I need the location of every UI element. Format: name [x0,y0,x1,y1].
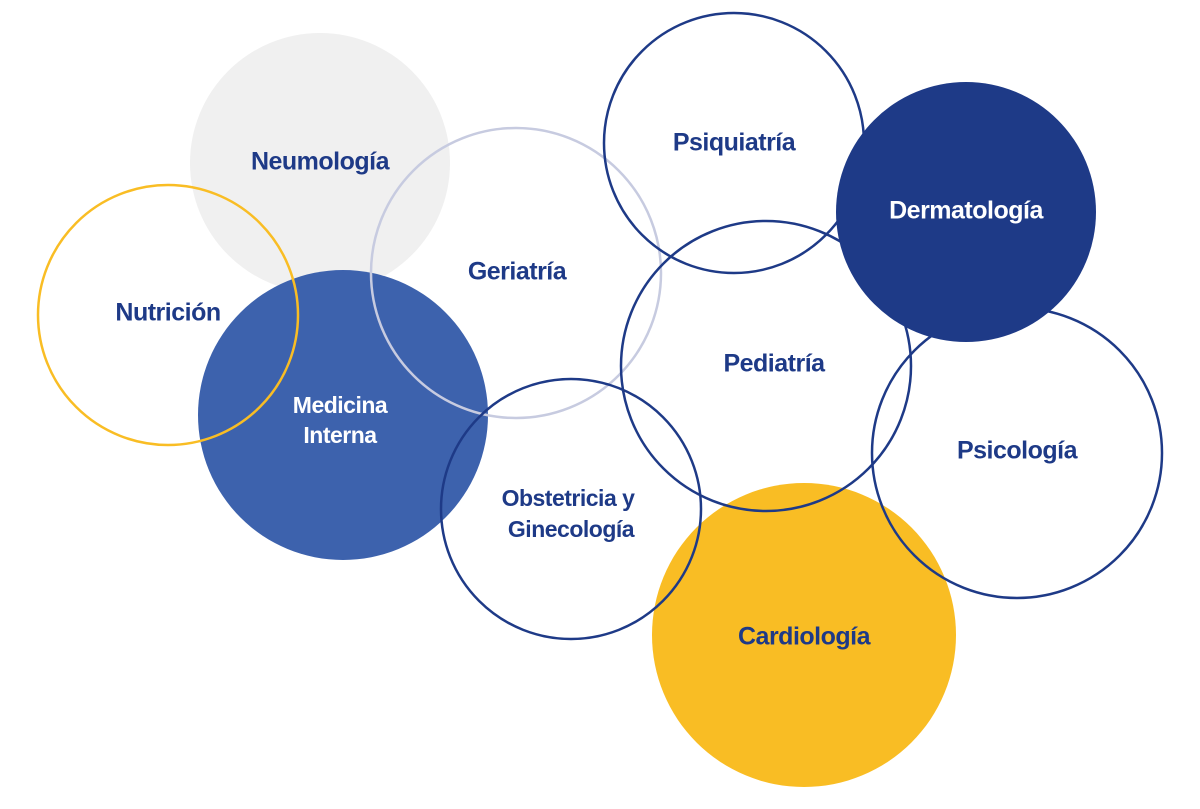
circle-dermatologia [836,82,1096,342]
circle-pediatria [619,219,913,513]
circle-geriatria [369,126,663,420]
label-obstetricia-line1: Obstetricia y [502,485,636,511]
circle-cardiologia [652,483,956,787]
label-obstetricia-line2: Ginecología [508,516,635,542]
label-psicologia: Psicología [957,437,1079,465]
circle-neumologia [190,33,450,293]
circle-obstetricia [439,377,703,641]
circle-medicina-interna [198,270,488,560]
label-pediatria: Pediatría [723,350,826,378]
label-dermatologia: Dermatología [889,197,1044,225]
circle-nutricion [36,183,300,447]
label-medicina-line1: Medicina [293,392,388,418]
label-medicina-line2: Interna [303,422,377,448]
label-nutricion: Nutrición [115,299,220,327]
label-psiquiatria: Psiquiatría [673,129,797,157]
label-neumologia: Neumología [251,148,391,176]
label-geriatria: Geriatría [468,258,568,286]
label-cardiologia: Cardiología [738,623,872,651]
